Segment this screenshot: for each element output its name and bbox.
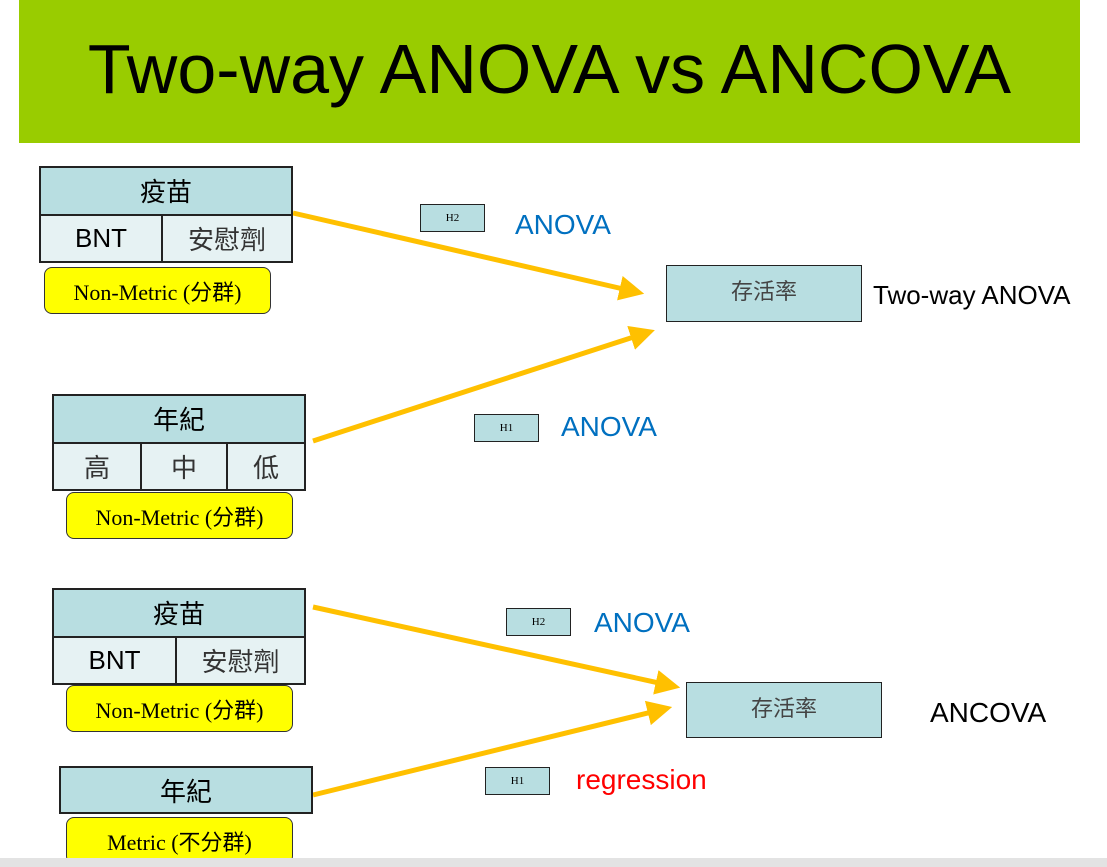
h2-label-1: ANOVA [515,209,611,240]
slide-title: Two-way ANOVA vs ANCOVA [87,29,1012,108]
arrow-age-to-outcome-1 [312,325,655,444]
level-bnt: BNT [54,637,177,683]
vaccine-header: 疫苗 [54,590,304,638]
h1-box-1: H1 [474,414,539,442]
h2-box-2: H2 [506,608,571,636]
age-box-2: 年紀 [59,766,313,814]
vaccine-tag-1: Non-Metric (分群) [44,267,271,314]
h1-label-2: regression [576,764,707,795]
h1-box-2: H1 [485,767,550,795]
h1-label-1: ANOVA [561,411,657,442]
vaccine-table-2: 疫苗 BNT 安慰劑 [52,588,306,685]
age-header: 年紀 [54,396,304,444]
level-high: 高 [54,443,142,489]
outcome-box-1: 存活率 [666,265,862,322]
h2-box-1: H2 [420,204,485,232]
level-bnt: BNT [41,215,163,261]
level-low: 低 [252,453,279,484]
arrow-vaccine-to-outcome-2 [312,604,681,695]
age-tag-2: Metric (不分群) [66,817,293,864]
bottom-scroll-strip [0,858,1107,867]
vaccine-header: 疫苗 [41,168,291,216]
vaccine-tag-2: Non-Metric (分群) [66,685,293,732]
method-label-1: Two-way ANOVA [873,280,1071,310]
outcome-box-2: 存活率 [686,682,882,738]
level-mid: 中 [142,443,228,489]
age-table-1: 年紀 高 中 低 [52,394,306,491]
arrow-vaccine-to-outcome-1 [292,210,645,301]
method-label-2: ANCOVA [930,697,1047,728]
vaccine-table-1: 疫苗 BNT 安慰劑 [39,166,293,263]
title-bar: Two-way ANOVA vs ANCOVA [19,0,1080,143]
h2-label-2: ANOVA [594,607,690,638]
level-placebo: 安慰劑 [187,225,266,256]
age-tag-1: Non-Metric (分群) [66,492,293,539]
arrow-age-to-outcome-2 [312,700,673,798]
level-placebo: 安慰劑 [201,647,280,678]
